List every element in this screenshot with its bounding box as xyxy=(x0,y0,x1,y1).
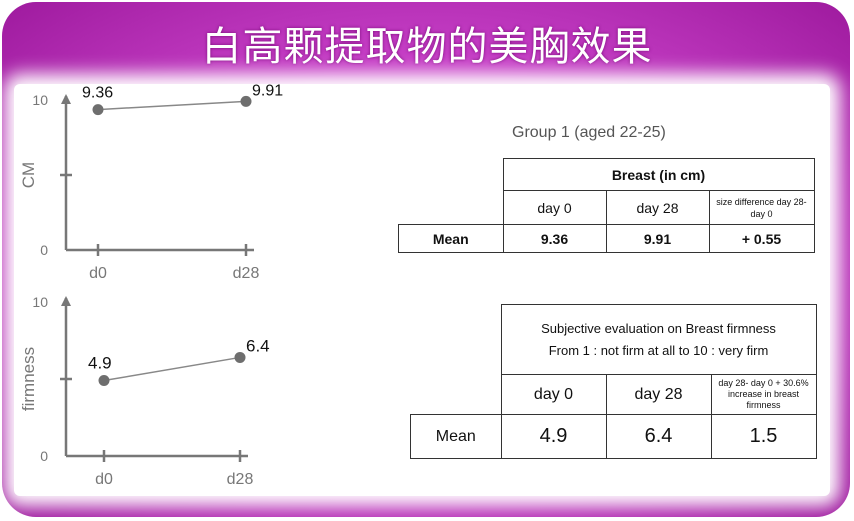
chart1-y-tick-label: 10 xyxy=(32,92,48,108)
chart2-data-point xyxy=(234,351,246,363)
chart1-series-line xyxy=(97,100,247,111)
chart1-data-point xyxy=(92,104,104,116)
table1-col-difference: size difference day 28- day 0 xyxy=(708,190,815,225)
table1-header: Breast (in cm) xyxy=(502,158,815,191)
table1-col-day28: day 28 xyxy=(605,190,710,225)
page-title: 白高颗提取物的美胸效果 xyxy=(201,24,653,70)
chart1-data-point xyxy=(240,95,252,107)
table2-col-difference: day 28- day 0 + 30.6% increase in breast… xyxy=(710,374,817,415)
chart1-y-tick-label: 0 xyxy=(40,242,48,258)
table2-value-day0: 4.9 xyxy=(500,414,607,459)
chart1-y-axis-arrow xyxy=(61,94,71,104)
table2-value-day28: 6.4 xyxy=(605,414,712,459)
table1-value-difference: + 0.55 xyxy=(708,224,815,253)
table1-value-day0: 9.36 xyxy=(502,224,607,253)
table1-value-day28: 9.91 xyxy=(605,224,710,253)
chart2-y-tick-label: 10 xyxy=(32,294,48,310)
table1-col-day0: day 0 xyxy=(502,190,607,225)
chart1-data-label: 9.91 xyxy=(252,84,283,99)
chart1-y-axis-label: CM xyxy=(19,162,38,188)
chart1-x-tick-label: d0 xyxy=(89,265,107,282)
table2-value-difference: 1.5 xyxy=(710,414,817,459)
chart2-y-axis-label: firmness xyxy=(19,347,38,411)
chart2-data-label: 4.9 xyxy=(88,354,112,373)
table2-header: Subjective evaluation on Breast firmness… xyxy=(500,304,817,375)
table1-row-label: Mean xyxy=(398,224,504,253)
chart2-data-point xyxy=(98,375,110,387)
breast-size-table: Breast (in cm) day 0 day 28 size differe… xyxy=(398,158,815,253)
chart2-y-tick-label: 0 xyxy=(40,448,48,464)
chart2-x-tick-label: d0 xyxy=(95,471,113,488)
table2-col-day28: day 28 xyxy=(605,374,712,415)
chart2-x-tick-label: d28 xyxy=(227,471,254,488)
chart2-series-line xyxy=(103,356,241,382)
table1-caption: Group 1 (aged 22-25) xyxy=(512,124,666,141)
table2-row-label: Mean xyxy=(410,414,502,459)
chart1-data-label: 9.36 xyxy=(82,85,113,102)
firmness-table: Subjective evaluation on Breast firmness… xyxy=(410,304,817,459)
chart2-y-axis-arrow xyxy=(61,296,71,306)
table2-col-day0: day 0 xyxy=(500,374,607,415)
table2-header-line1: Subjective evaluation on Breast firmness xyxy=(541,320,776,336)
chart2-data-label: 6.4 xyxy=(246,336,270,355)
chart1-x-tick-label: d28 xyxy=(233,265,260,282)
table2-header-line2: From 1 : not firm at all to 10 : very fi… xyxy=(548,342,769,358)
